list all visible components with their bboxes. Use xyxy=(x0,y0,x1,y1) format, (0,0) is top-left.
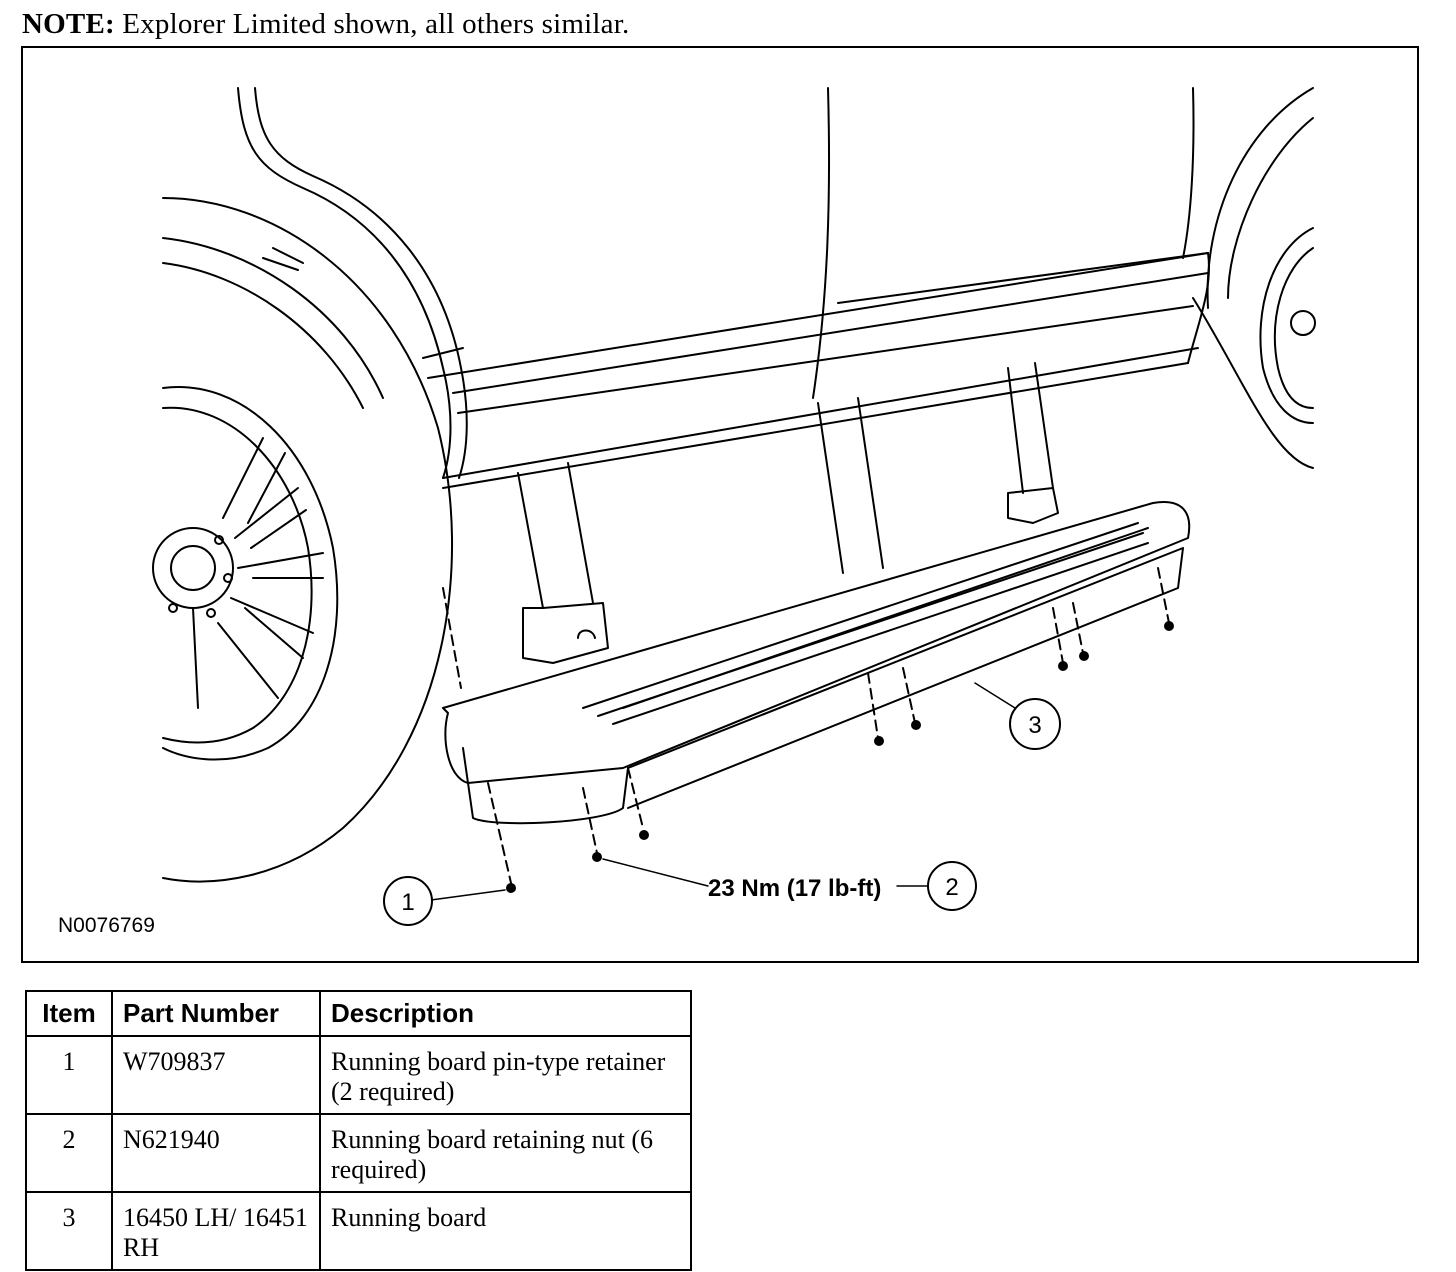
header-part-number: Part Number xyxy=(111,990,321,1037)
row-part-number: W709837 xyxy=(111,1035,321,1115)
leader-lines xyxy=(430,682,1024,901)
table-row: 1 W709837 Running board pin-type retaine… xyxy=(25,1035,692,1115)
parts-table-header: Item Part Number Description xyxy=(25,990,692,1037)
callout-2: 2 xyxy=(927,861,977,911)
front-wheel-drawing xyxy=(1192,87,1316,469)
row-part-number: 16450 LH/ 16451 RH xyxy=(111,1191,321,1271)
callout-2-number: 2 xyxy=(945,874,958,901)
row-description: Running board xyxy=(319,1191,692,1271)
fastener-lines-drawing xyxy=(442,567,1170,884)
fasteners-drawing xyxy=(506,621,1174,893)
note-line: NOTE: Explorer Limited shown, all others… xyxy=(22,8,629,41)
header-description: Description xyxy=(319,990,692,1037)
figure-id-code: N0076769 xyxy=(58,914,155,937)
parts-table: Item Part Number Description 1 W709837 R… xyxy=(25,990,692,1271)
callout-3-number: 3 xyxy=(1028,712,1041,739)
vehicle-body-drawing xyxy=(237,87,1210,489)
row-item: 3 xyxy=(25,1191,113,1271)
table-row: 3 16450 LH/ 16451 RH Running board xyxy=(25,1191,692,1271)
row-item: 2 xyxy=(25,1113,113,1193)
running-board-drawing xyxy=(442,501,1191,825)
mounting-brackets-drawing xyxy=(517,362,1059,664)
row-description: Running board pin-type retainer (2 requi… xyxy=(319,1035,692,1115)
note-prefix: NOTE: xyxy=(22,8,115,40)
torque-label: 23 Nm (17 lb-ft) xyxy=(708,875,881,902)
row-item: 1 xyxy=(25,1035,113,1115)
note-text: Explorer Limited shown, all others simil… xyxy=(114,8,630,40)
callout-1: 1 xyxy=(383,876,433,926)
table-row: 2 N621940 Running board retaining nut (6… xyxy=(25,1113,692,1193)
header-item: Item xyxy=(25,990,113,1037)
row-description: Running board retaining nut (6 required) xyxy=(319,1113,692,1193)
row-part-number: N621940 xyxy=(111,1113,321,1193)
callout-3: 3 xyxy=(1009,698,1061,750)
illustration-frame: 1 2 3 23 Nm (17 lb-ft) N0076769 xyxy=(21,46,1419,963)
callout-1-number: 1 xyxy=(401,889,414,916)
rear-wheel-drawing xyxy=(152,197,454,883)
running-board-illustration: 1 2 3 23 Nm (17 lb-ft) N0076769 xyxy=(58,87,1316,937)
